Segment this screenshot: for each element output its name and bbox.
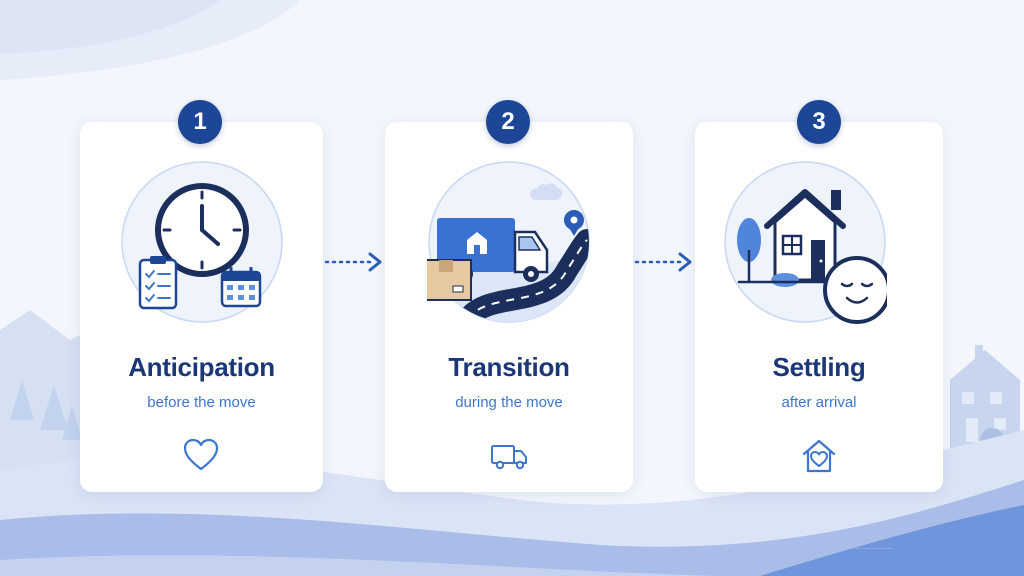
card-divider (134, 548, 270, 549)
moving-truck-road-icon (427, 161, 590, 323)
stage-number-badge: 1 (178, 100, 222, 144)
arrow-right-icon (324, 252, 382, 272)
card-divider (747, 548, 891, 549)
stage-number-badge: 2 (486, 100, 530, 144)
truck-icon (491, 445, 527, 470)
card-divider (437, 548, 581, 549)
stage-number-badge: 3 (797, 100, 841, 144)
house-heart-icon (802, 439, 836, 473)
clock-checklist-calendar-icon (121, 161, 283, 323)
house-smiley-icon (724, 161, 887, 324)
arrow-right-icon (634, 252, 692, 272)
heart-icon (183, 438, 219, 471)
